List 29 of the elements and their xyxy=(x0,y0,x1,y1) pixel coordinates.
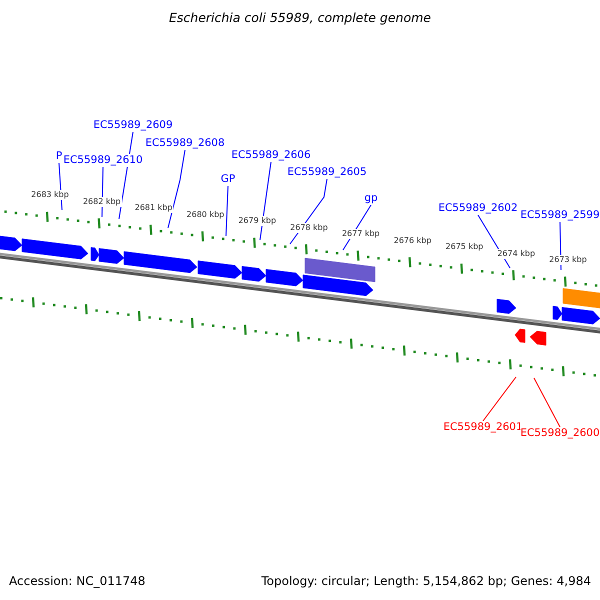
gene-label: EC55989_2599 xyxy=(520,209,600,222)
tick-ruler xyxy=(0,296,596,377)
gene-label: EC55989_2605 xyxy=(287,166,367,179)
gene-label: EC55989_2600 xyxy=(520,427,600,440)
gene-label: EC55989_2602 xyxy=(438,202,518,215)
gene-label: EC55989_2609 xyxy=(93,119,173,132)
gene-label: EC55989_2610 xyxy=(63,154,143,167)
tick-label: 2682 kbp xyxy=(82,196,122,207)
tick-label: 2676 kbp xyxy=(392,236,432,246)
gene-label: gp xyxy=(364,192,378,205)
tick-label: 2677 kbp xyxy=(340,229,381,240)
tick-label: 2681 kbp xyxy=(134,203,174,214)
gene-label: EC55989_2608 xyxy=(145,137,225,150)
leader-line xyxy=(534,378,560,428)
genome-summary-text: Topology: circular; Length: 5,154,862 bp; Genes: 4,984 xyxy=(261,574,591,588)
gene-label: EC55989_2606 xyxy=(231,149,311,162)
leader-line xyxy=(260,162,272,240)
map-title: Escherichia coli 55989, complete genome xyxy=(169,10,431,25)
leader-line xyxy=(226,186,228,236)
leader-line xyxy=(168,150,186,228)
tick-label: 2680 kbp xyxy=(186,210,226,220)
tick-label: 2674 kbp xyxy=(496,248,536,259)
tick-label: 2679 kbp xyxy=(237,216,278,226)
accession-text: Accession: NC_011748 xyxy=(9,574,146,588)
tick-label: 2675 kbp xyxy=(444,242,484,252)
tick-label: 2673 kbp xyxy=(548,255,588,265)
tick-label: 2683 kbp xyxy=(30,190,70,200)
leader-line xyxy=(482,376,516,422)
tick-label: 2678 kbp xyxy=(289,222,329,233)
